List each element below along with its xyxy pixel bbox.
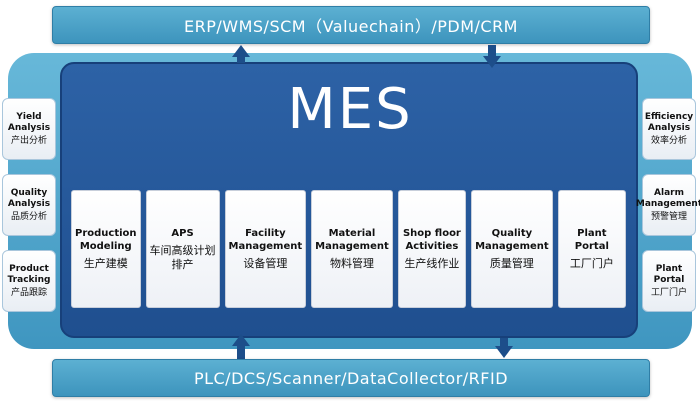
module-facility-management: Facility Management 设备管理 [224, 190, 307, 308]
side-zh-label: 效率分析 [650, 135, 687, 146]
arrow-up-top-icon [232, 45, 250, 57]
module-en-label: Production Modeling [75, 228, 137, 252]
module-aps: APS 车间高级计划排产 [145, 190, 220, 308]
arrow-down-top-icon [483, 56, 501, 68]
side-en-label: Yield Analysis [7, 111, 51, 133]
bottom-device-bar-label: PLC/DCS/Scanner/DataCollector/RFID [193, 368, 509, 388]
mes-module-row: Production Modeling 生产建模 APS 车间高级计划排产 Fa… [71, 190, 626, 308]
module-en-label: Facility Management [228, 228, 303, 252]
mes-title: MES [287, 77, 413, 142]
side-zh-label: 产出分析 [10, 135, 47, 146]
top-system-bar: ERP/WMS/SCM（Valuechain）/PDM/CRM [52, 6, 650, 44]
side-zh-label: 品质分析 [10, 211, 47, 222]
side-zh-label: 预警管理 [650, 211, 687, 222]
module-zh-label: 工厂门户 [569, 257, 614, 270]
side-en-label: Product Tracking [7, 263, 51, 285]
module-shop-floor-activities: Shop floor Activities 生产线作业 [397, 190, 467, 308]
side-en-label: Quality Analysis [7, 187, 51, 209]
module-en-label: APS [171, 227, 194, 239]
module-en-label: Plant Portal [574, 228, 609, 252]
module-plant-portal: Plant Portal 工厂门户 [557, 190, 626, 308]
right-panel-efficiency-analysis: Efficiency Analysis 效率分析 [642, 98, 696, 160]
module-en-label: Material Management [315, 228, 389, 252]
side-en-label: Alarm Management [635, 187, 700, 209]
module-zh-label: 设备管理 [243, 257, 288, 270]
arrow-up-bottom-shaft [237, 345, 245, 359]
module-production-modeling: Production Modeling 生产建模 [71, 190, 141, 308]
left-panel-yield-analysis: Yield Analysis 产出分析 [2, 98, 56, 160]
module-material-management: Material Management 物料管理 [311, 190, 393, 308]
right-panel-alarm-management: Alarm Management 预警管理 [636, 174, 700, 236]
module-zh-label: 质量管理 [489, 257, 534, 270]
side-en-label: Efficiency Analysis [644, 111, 694, 133]
side-zh-label: 工厂门户 [650, 287, 687, 298]
module-en-label: Shop floor Activities [402, 228, 461, 252]
arrow-down-bottom-shaft [500, 338, 508, 346]
module-zh-label: 物料管理 [329, 257, 374, 270]
bottom-device-bar: PLC/DCS/Scanner/DataCollector/RFID [52, 359, 650, 397]
left-panel-quality-analysis: Quality Analysis 品质分析 [2, 174, 56, 236]
module-quality-management: Quality Management 质量管理 [471, 190, 553, 308]
module-zh-label: 生产线作业 [404, 257, 460, 270]
side-en-label: Plant Portal [653, 263, 685, 285]
arrow-up-top-shaft [237, 55, 245, 63]
top-system-bar-label: ERP/WMS/SCM（Valuechain）/PDM/CRM [184, 17, 518, 36]
module-en-label: Quality Management [475, 228, 549, 252]
right-panel-plant-portal: Plant Portal 工厂门户 [642, 250, 696, 312]
arrow-down-top-shaft [488, 45, 496, 57]
side-zh-label: 产品跟踪 [10, 287, 47, 298]
arrow-up-bottom-icon [232, 334, 250, 346]
left-panel-product-tracking: Product Tracking 产品跟踪 [2, 250, 56, 312]
arrow-down-bottom-icon [495, 346, 513, 358]
module-zh-label: 生产建模 [83, 257, 128, 270]
module-zh-label: 车间高级计划排产 [149, 243, 216, 271]
